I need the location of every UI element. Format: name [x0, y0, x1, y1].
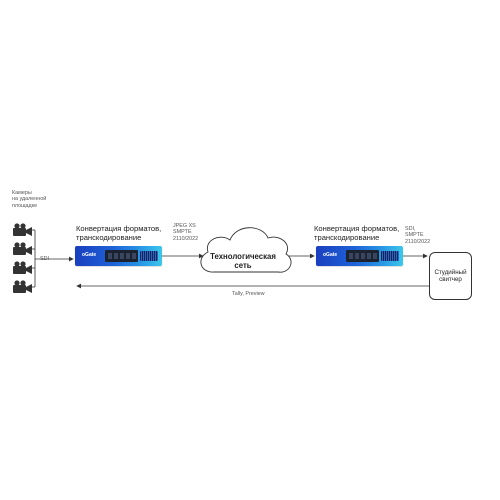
device-front-panel — [346, 250, 379, 262]
camera-icon — [13, 280, 32, 293]
device-vent — [381, 251, 399, 261]
studio-switcher-box: Студийный свитчер — [429, 252, 472, 300]
device-brand: oGate — [323, 252, 338, 258]
return-link-label: Tally, Preview — [232, 291, 265, 297]
ogate-device-left: oGate — [75, 246, 162, 266]
camera-icon — [13, 242, 32, 255]
camera-bracket — [31, 229, 74, 288]
device-front-panel — [105, 250, 138, 262]
sdi-label: SDI — [40, 256, 49, 262]
camera-icon — [13, 261, 32, 274]
device-vent — [140, 251, 158, 261]
studio-switcher-label: свитчер — [439, 276, 462, 283]
protocol-right-label: SDI, SMPTE 2110/2022 — [405, 226, 431, 245]
network-label: Технологическая сеть — [210, 252, 276, 270]
ogate-device-right: oGate — [316, 246, 403, 266]
camera-icon — [13, 223, 32, 236]
studio-switcher-label: Студийный — [434, 268, 467, 276]
conversion-left-label: Конвертация форматов, транскодирование — [76, 224, 162, 242]
remote-cameras-label: Камеры на удаленной площадке — [12, 190, 47, 209]
device-brand: oGate — [82, 252, 97, 258]
cloud-icon — [200, 227, 292, 273]
protocol-left-label: JPEG XS SMPTE 2110/2022 — [173, 223, 199, 242]
conversion-right-label: Конвертация форматов, транскодирование — [314, 224, 400, 242]
